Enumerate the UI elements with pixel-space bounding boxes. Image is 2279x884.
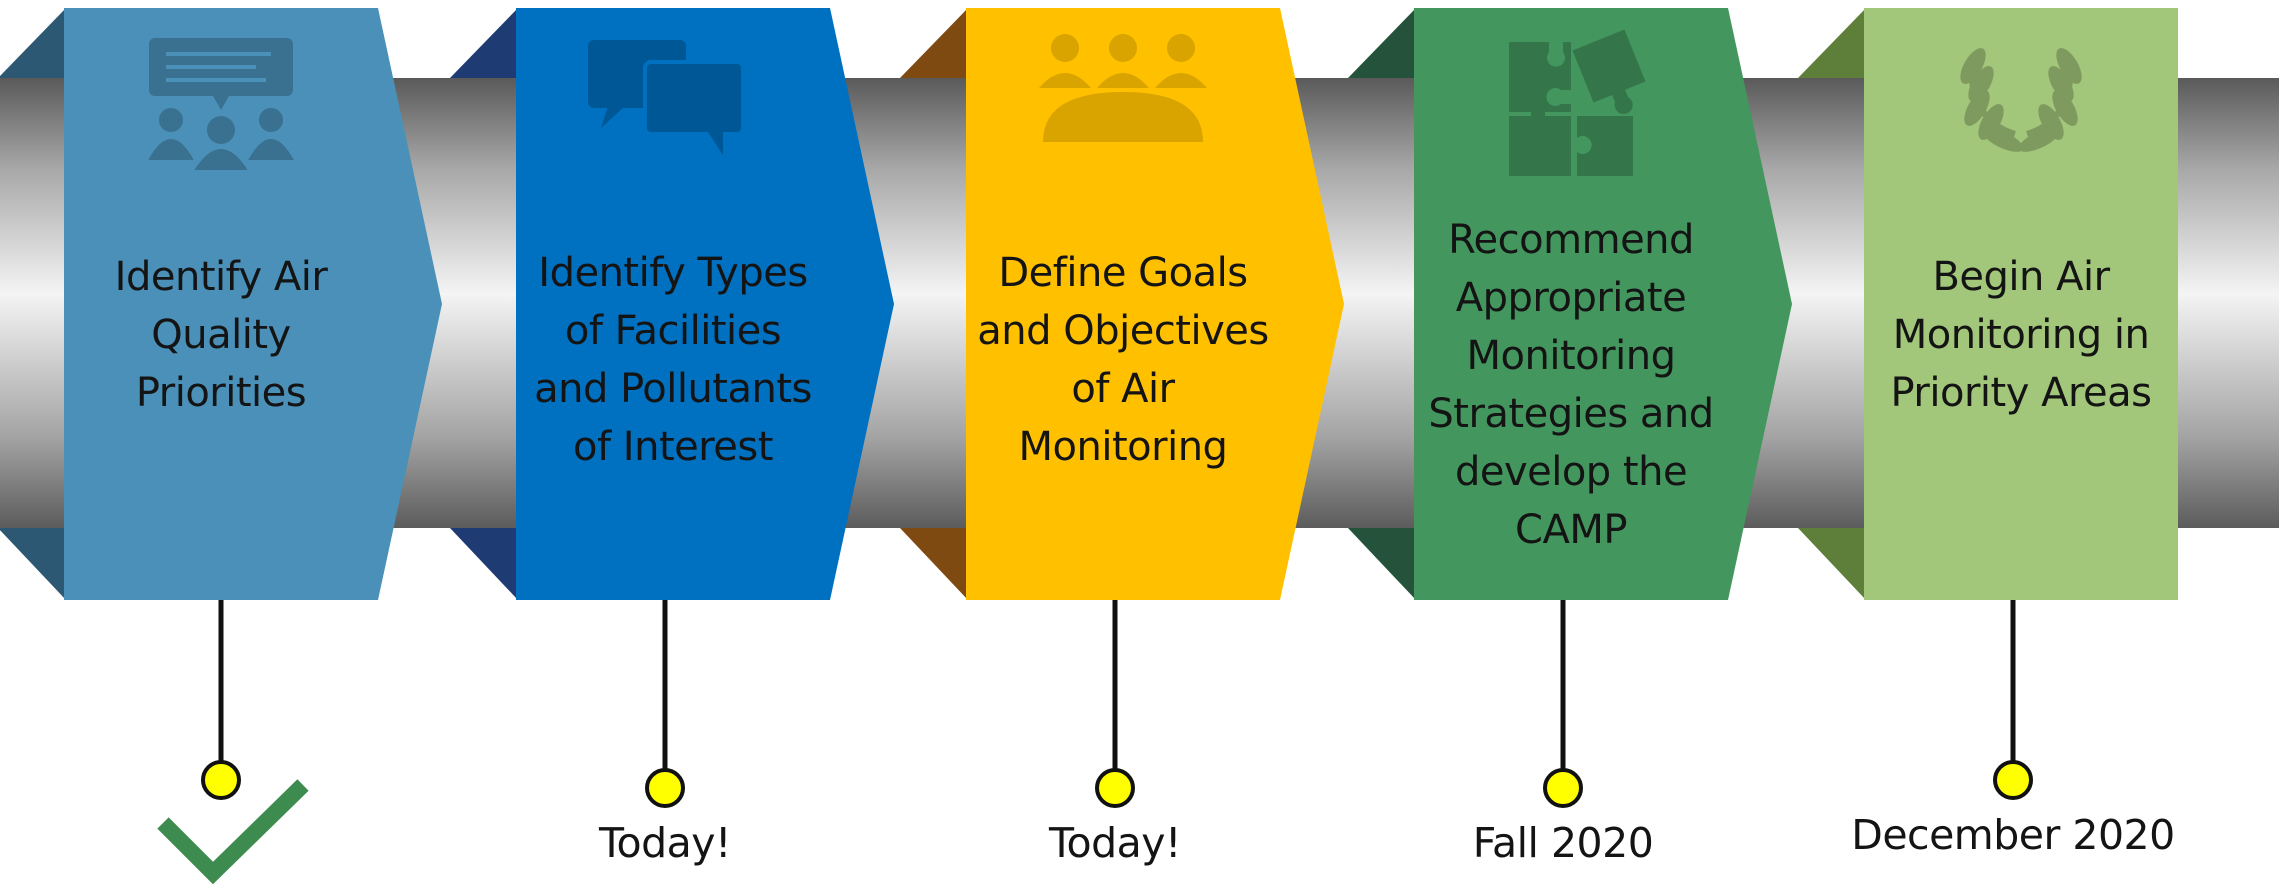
step-5-date: December 2020 <box>1851 811 2175 859</box>
step-1-fold-top <box>0 8 66 78</box>
step-2-label: Identify Types of Facilities and Polluta… <box>534 250 812 470</box>
step-4-pin <box>1543 768 1583 808</box>
step-4-fold-bottom <box>1348 528 1416 600</box>
meeting-presentation-icon <box>148 38 294 170</box>
speech-bubbles-icon <box>588 40 745 155</box>
group-meeting-icon <box>1039 34 1207 142</box>
step-3-date: Today! <box>1048 819 1182 867</box>
step-3-pin <box>1095 768 1135 808</box>
step-1-label: Identify Air Quality Priorities <box>114 254 328 416</box>
step-5-fold-top <box>1798 8 1866 78</box>
step-5-fold-bottom <box>1798 528 1866 600</box>
step-3-fold-top <box>900 8 968 78</box>
step-2-date: Today! <box>598 819 732 867</box>
step-3-label: Define Goals and Objectives of Air Monit… <box>977 250 1269 470</box>
step-4-fold-top <box>1348 8 1416 78</box>
step-4-label: Recommend Appropriate Monitoring Strateg… <box>1428 217 1714 553</box>
step-2-pin <box>645 768 685 808</box>
step-5-label: Begin Air Monitoring in Priority Areas <box>1890 254 2152 416</box>
step-1-fold-bottom <box>0 528 66 600</box>
step-2-box <box>516 8 894 600</box>
step-4-date: Fall 2020 <box>1472 819 1654 867</box>
step-4-box <box>1414 8 1792 600</box>
step-3-fold-bottom <box>900 528 968 600</box>
step-5-box <box>1864 8 2178 600</box>
step-3-box <box>966 8 1344 600</box>
step-1-pin <box>201 760 241 800</box>
step-2-fold-top <box>450 8 518 78</box>
done-check-icon <box>157 779 309 884</box>
step-2-fold-bottom <box>450 528 518 600</box>
laurel-wreath-icon <box>1960 48 2082 152</box>
puzzle-pieces-icon <box>1509 29 1646 176</box>
step-5-pin <box>1993 760 2033 800</box>
